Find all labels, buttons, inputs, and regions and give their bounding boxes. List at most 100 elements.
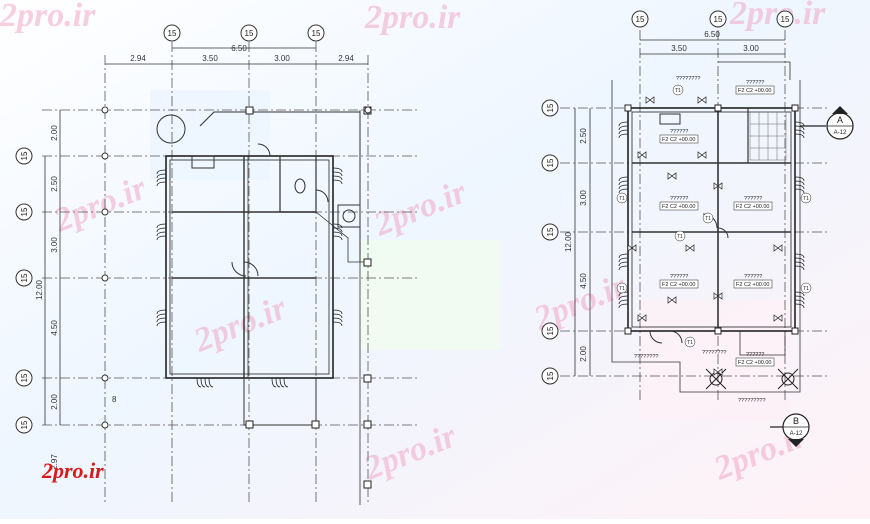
plan-note: ???????? xyxy=(702,350,726,356)
room-tag: ?????? F2 C2 +00.00 xyxy=(659,196,699,211)
light-fixture-icon xyxy=(773,314,783,322)
wall-tag: T1 xyxy=(677,234,683,240)
window-symbol xyxy=(794,176,805,194)
bathroom xyxy=(279,155,317,213)
room-tag-code: F2 C2 +00.00 xyxy=(736,282,769,288)
watermark-text: 2pro.ir xyxy=(0,0,96,34)
wall-tag: T1 xyxy=(803,196,809,202)
door-swing xyxy=(649,330,663,344)
porch-outline xyxy=(718,61,791,80)
grid-bubble xyxy=(631,10,649,28)
grid-bubble xyxy=(541,154,559,172)
grid-bubble xyxy=(240,24,258,42)
window-symbol xyxy=(156,169,167,187)
room-tag-code: F2 C2 +00.00 xyxy=(736,204,769,210)
room-tag: ?????? F2 C2 +00.00 xyxy=(735,80,775,95)
top-dim: 3.00 xyxy=(743,44,759,53)
porch-outline xyxy=(315,211,368,263)
side-dim: 2.50 xyxy=(50,176,59,192)
left-window-symbols xyxy=(156,167,343,388)
light-fixture-icon xyxy=(667,172,677,180)
plan-note: ????????? xyxy=(738,398,766,404)
site-logo[interactable]: 2pro.ir xyxy=(42,458,104,483)
site-boundary xyxy=(611,80,801,393)
wall-tag: T1 xyxy=(675,88,681,94)
room-tag: ?????? F2 C2 +00.00 xyxy=(733,274,773,289)
light-fixture-icon xyxy=(637,314,647,322)
left-plan-labels: 6.50 2.94 3.50 3.00 2.94 2.00 2.50 3.00 … xyxy=(35,44,354,470)
side-dim: 4.50 xyxy=(50,320,59,336)
column-markers xyxy=(624,104,799,335)
grid-label: 15 xyxy=(714,15,723,24)
window-symbol xyxy=(332,223,343,241)
door-swing xyxy=(669,330,683,344)
bathroom-tiles xyxy=(749,111,787,161)
room-tag-code: F2 C2 +00.00 xyxy=(738,88,771,94)
side-dim: 3.00 xyxy=(579,190,588,206)
room-tag-name: ?????? xyxy=(744,196,762,202)
room-tag-code: F2 C2 +00.00 xyxy=(738,360,771,366)
right-building-outline xyxy=(627,107,796,332)
overall-width-dim: 6.50 xyxy=(231,44,247,53)
grid-label: 15 xyxy=(781,15,790,24)
grid-bubbles-small xyxy=(101,106,372,429)
watermark-text: 2pro.ir xyxy=(364,0,461,36)
window-symbol xyxy=(332,167,343,185)
room-tag-name: ?????? xyxy=(746,352,764,358)
right-inner-wall xyxy=(631,111,792,328)
section-letter: B xyxy=(793,416,799,426)
window-symbol xyxy=(196,377,214,388)
door-swing xyxy=(315,189,329,203)
rear-porch xyxy=(243,378,317,426)
section-marker-b: B A-12 xyxy=(770,413,810,447)
light-fixture-icon xyxy=(773,244,783,252)
overall-height-dim: 12.00 xyxy=(35,279,44,300)
left-dimension-lines xyxy=(44,47,368,505)
section-letter: A xyxy=(837,115,843,125)
plan-note: ???????? xyxy=(634,354,658,360)
window-symbol xyxy=(794,253,805,271)
right-dimension-lines xyxy=(574,39,785,376)
grid-bubble xyxy=(15,269,33,287)
door-swing xyxy=(257,143,271,157)
grid-bubble xyxy=(15,369,33,387)
grid-bubble xyxy=(541,223,559,241)
wall-tag: T1 xyxy=(619,286,625,292)
grid-label: 15 xyxy=(245,29,254,38)
window-symbol xyxy=(794,121,805,139)
round-fixture xyxy=(156,114,186,144)
light-fixture-icon xyxy=(627,244,637,252)
grid-label: 15 xyxy=(20,151,29,160)
room-tag: ?????? F2 C2 +00.00 xyxy=(735,352,775,367)
right-grid-bubbles xyxy=(541,10,794,385)
room-tags: ?????? F2 C2 +00.00 ?????? F2 C2 +00.00 … xyxy=(659,80,775,367)
plan-note: ???????? xyxy=(676,76,700,82)
grid-label: 15 xyxy=(546,326,555,335)
door-swing xyxy=(243,261,259,277)
right-plan-labels: 6.50 3.50 3.00 2.50 3.00 4.50 2.00 12.00 xyxy=(564,30,759,362)
wall-tag: T1 xyxy=(619,196,625,202)
grid-label: 15 xyxy=(20,207,29,216)
overall-height-dim: 12.00 xyxy=(564,231,573,252)
top-dim: 2.94 xyxy=(338,54,354,63)
grid-bubble xyxy=(541,322,559,340)
wall-type-tags: T1 T1 T1 T1 T1 T1 T1 T1 xyxy=(616,84,812,348)
window-symbol xyxy=(618,121,629,139)
plan-notes: ???????? ???????? ????????? ???????? xyxy=(634,76,766,404)
window-symbol xyxy=(618,253,629,271)
side-dim: 2.50 xyxy=(579,128,588,144)
wall-tag: T1 xyxy=(803,286,809,292)
grid-label: 15 xyxy=(312,29,321,38)
window-symbol xyxy=(332,309,343,327)
room-tag-name: ?????? xyxy=(746,80,764,86)
grid-bubble xyxy=(15,147,33,165)
wall-tag: T1 xyxy=(705,216,711,222)
grid-bubble xyxy=(776,10,794,28)
window-symbol xyxy=(618,291,629,309)
porch-outline xyxy=(199,111,361,262)
door-swing xyxy=(717,227,729,239)
side-dim: 2.00 xyxy=(50,394,59,410)
window-symbol xyxy=(156,309,167,327)
top-dim: 3.50 xyxy=(202,54,218,63)
